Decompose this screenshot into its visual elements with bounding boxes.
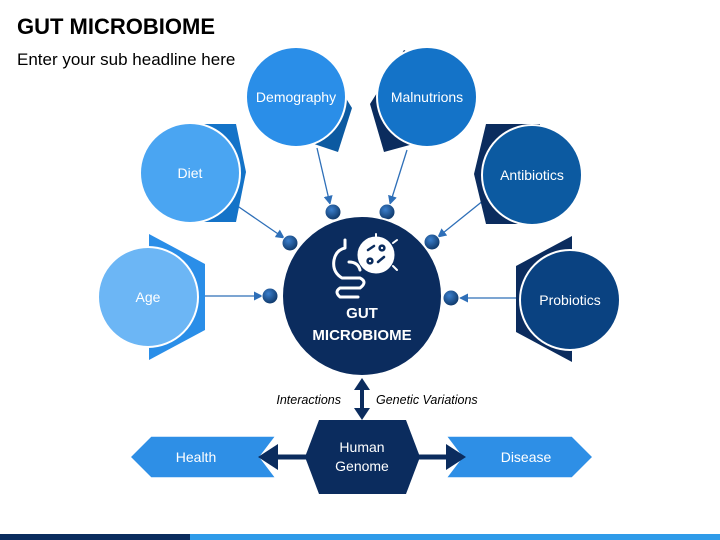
malnutrions-label: Malnutrions (391, 89, 463, 105)
center-circle (281, 215, 443, 377)
diet-circle (139, 122, 241, 224)
factor-probiotics: Probiotics (516, 236, 621, 362)
demography-circle (245, 46, 347, 148)
dot-antibiotics (423, 233, 441, 251)
demography-label: Demography (256, 89, 336, 105)
factor-age: Age (97, 234, 205, 360)
interactions-label: Interactions (276, 393, 341, 407)
human-genome-line1: Human (339, 439, 384, 455)
center-label-line2: MICROBIOME (312, 327, 411, 344)
connector-diet (235, 204, 285, 239)
factor-malnutrions: Malnutrions (370, 46, 478, 152)
diet-label: Diet (178, 165, 203, 181)
human-genome-hexagon (305, 420, 420, 494)
dot-diet (281, 234, 299, 252)
age-circle (97, 246, 199, 348)
genetic-variations-label: Genetic Variations (376, 393, 478, 407)
disease-label: Disease (501, 449, 552, 465)
connector-dots (261, 203, 460, 307)
health-arrow: Health (128, 435, 278, 479)
connector-lines (204, 147, 517, 303)
connector-antibiotics (437, 199, 485, 238)
vertical-double-arrow (354, 378, 370, 420)
antibiotics-label: Antibiotics (500, 167, 564, 183)
connector-demography (316, 147, 333, 205)
center-label-line1: GUT (346, 305, 378, 322)
probiotics-circle (519, 249, 621, 351)
page-title: GUT MICROBIOME (17, 14, 215, 39)
antibiotics-circle (481, 124, 583, 226)
center-node: GUT MICROBIOME (281, 215, 443, 377)
factor-antibiotics: Antibiotics (474, 124, 583, 226)
malnutrions-circle (376, 46, 478, 148)
gut-bacteria-icon (332, 233, 398, 299)
human-genome-line2: Genome (335, 458, 389, 474)
dot-demography (324, 203, 342, 221)
dot-age (261, 287, 279, 305)
footer-bar-light (190, 534, 720, 540)
page-subtitle: Enter your sub headline here (17, 50, 236, 69)
health-label: Health (176, 449, 216, 465)
footer-bar-dark (0, 534, 190, 540)
dot-probiotics (442, 289, 460, 307)
human-genome-node: Human Genome (305, 420, 420, 494)
disease-arrow: Disease (444, 435, 595, 479)
factor-diet: Diet (139, 122, 246, 224)
factor-demography: Demography (245, 46, 352, 152)
connector-malnutrions (388, 149, 408, 205)
age-label: Age (136, 289, 161, 305)
probiotics-label: Probiotics (539, 292, 600, 308)
